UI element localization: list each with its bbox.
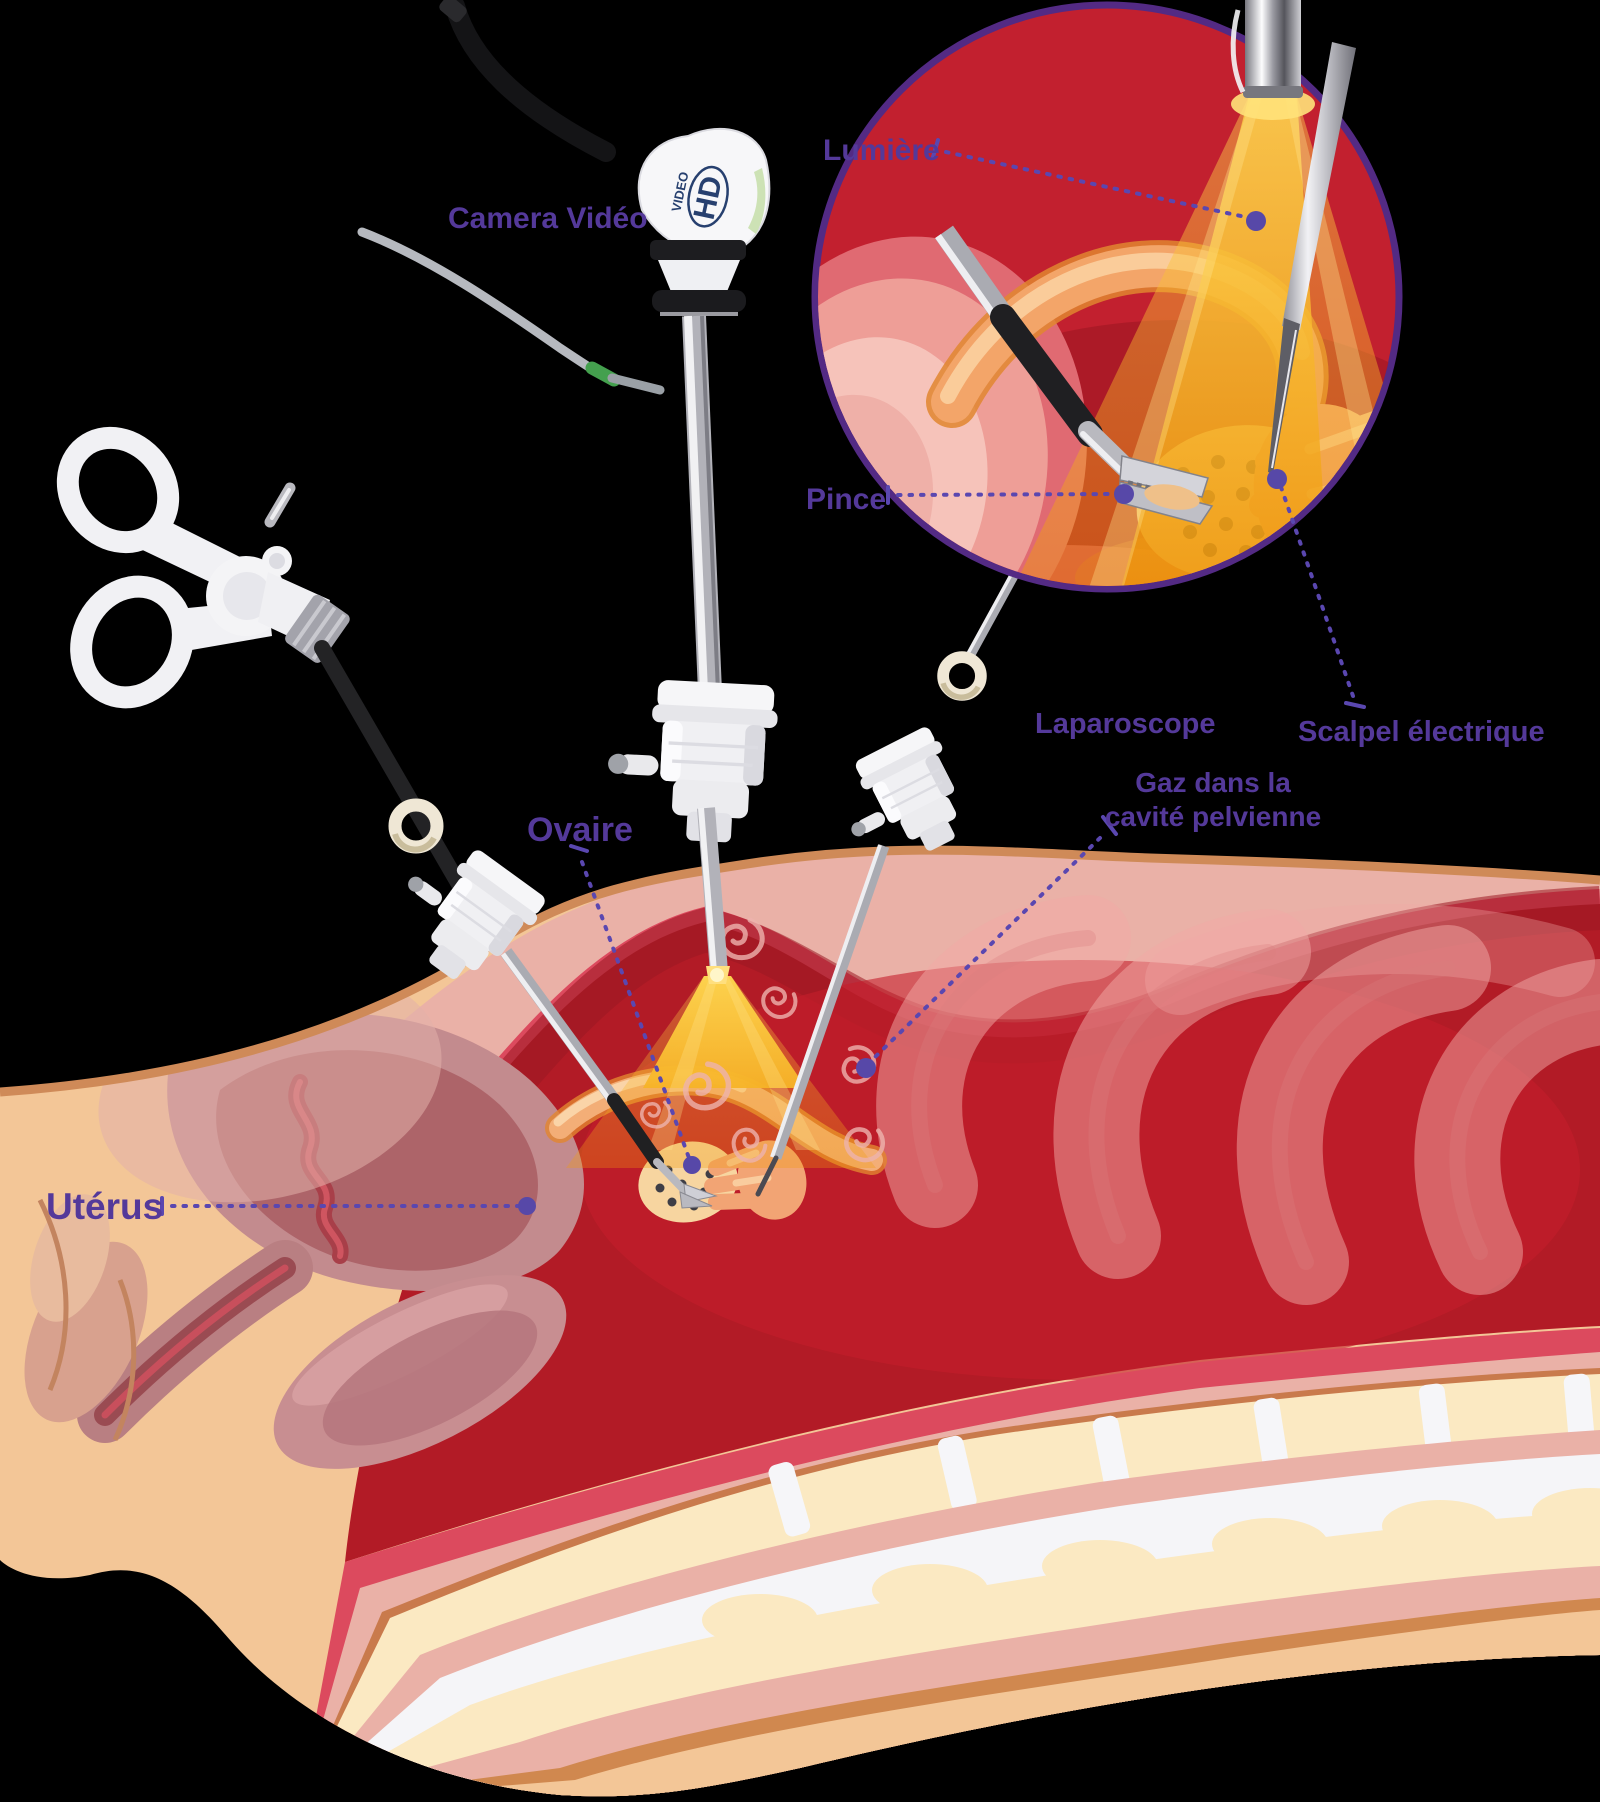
inset-scope-tube xyxy=(1230,0,1303,98)
label-gaz-line1: Gaz dans la xyxy=(1135,767,1291,798)
vulva-folds xyxy=(24,1194,148,1442)
skin-outline xyxy=(0,845,1600,1097)
dot-lumiere xyxy=(1246,211,1266,231)
body-cross-section xyxy=(0,850,1600,1797)
inset-circle xyxy=(811,0,1403,593)
inset-scalpel xyxy=(1268,42,1356,474)
sacrum-gaps xyxy=(768,1373,1595,1537)
seal-ring-right xyxy=(943,657,981,697)
scope-lower-shaft xyxy=(697,807,728,973)
label-uterus: Utérus xyxy=(46,1186,163,1227)
vertebral-bumps xyxy=(702,1488,1600,1646)
leader-gaz xyxy=(870,836,1102,1062)
grasper-shaft xyxy=(314,640,468,894)
leader-dots xyxy=(518,211,1287,1215)
camera-collar xyxy=(650,240,746,260)
scope-shaft xyxy=(682,315,722,693)
scalpel-needle xyxy=(755,1155,779,1197)
label-camera-video: Camera Vidéo xyxy=(448,202,648,235)
grasper-handle xyxy=(56,426,350,709)
intestines xyxy=(876,895,1600,1305)
dot-uterus xyxy=(518,1197,536,1215)
label-ovaire: Ovaire xyxy=(527,811,633,849)
leader-lines xyxy=(160,138,1366,1216)
grasper-instrument xyxy=(56,426,718,1209)
light-guide-cable xyxy=(357,227,605,379)
label-laparoscope: Laparoscope xyxy=(1035,708,1216,740)
leader-tick-lumiere xyxy=(931,138,940,159)
dot-scalpel xyxy=(1267,469,1287,489)
leader-tick-gaz xyxy=(1101,815,1118,836)
dot-pince xyxy=(1114,484,1134,504)
label-lumiere: Lumière xyxy=(823,134,940,167)
grasper-inner-shaft xyxy=(500,948,718,1209)
label-pince: Pince xyxy=(806,483,886,516)
inset-forceps xyxy=(935,225,1214,525)
vagina-canal xyxy=(77,1240,313,1443)
dot-gaz xyxy=(856,1058,876,1078)
leader-pince xyxy=(896,492,1116,497)
dot-ovaire xyxy=(683,1156,701,1174)
text-labels: Camera Vidéo Lumière Pince Laparoscope S… xyxy=(46,134,1545,1227)
leader-scalpel xyxy=(1279,485,1355,698)
label-scalpel: Scalpel électrique xyxy=(1298,716,1545,748)
leader-tick-scalpel xyxy=(1344,701,1366,709)
rectum xyxy=(273,1275,567,1469)
label-gaz-line2: cavité pelvienne xyxy=(1105,801,1321,832)
laparoscope-camera: VIDEO HD xyxy=(357,0,781,984)
leader-tick-ovaire xyxy=(569,844,589,853)
camera-cable xyxy=(445,0,616,162)
camera-green-detail xyxy=(748,168,766,234)
